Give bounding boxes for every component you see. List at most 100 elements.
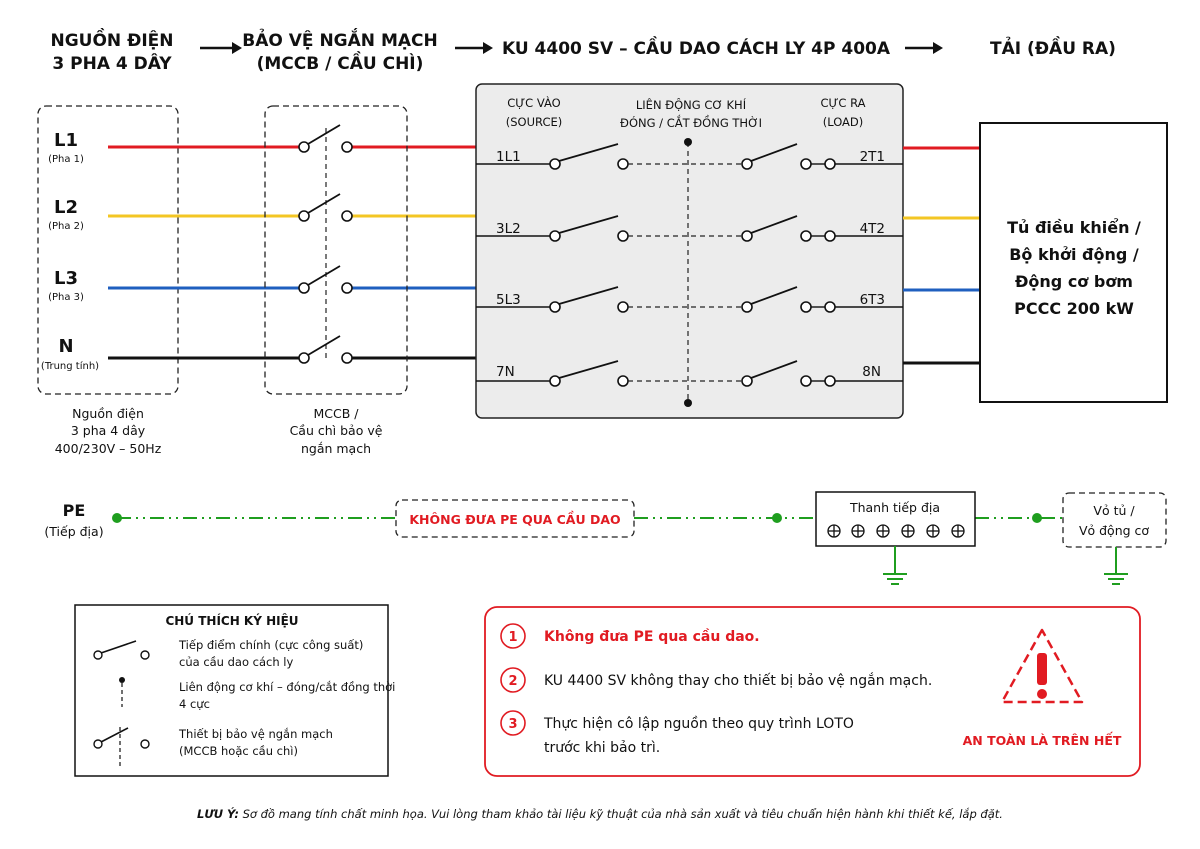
legend-item3-line1: Thiết bị bảo vệ ngắn mạch bbox=[178, 727, 333, 741]
switch-input-7n: 7N bbox=[496, 364, 515, 380]
ground-icon bbox=[1104, 547, 1128, 585]
switch-pole-1 bbox=[476, 143, 903, 170]
pe-sub: (Tiếp địa) bbox=[44, 524, 103, 539]
header: NGUỒN ĐIỆN 3 PHA 4 DÂY BẢO VỆ NGẮN MẠCH … bbox=[51, 27, 1116, 74]
legend-item1-line1: Tiếp điểm chính (cực công suất) bbox=[178, 638, 363, 652]
load-line3: Động cơ bơm bbox=[1015, 272, 1133, 291]
wires-out bbox=[903, 146, 980, 365]
header-load-title: TẢI (ĐẦU RA) bbox=[990, 35, 1116, 59]
note-number-badge-1 bbox=[500, 623, 526, 649]
linkage-end-bottom bbox=[684, 399, 692, 407]
mccb-contact-l3 bbox=[298, 265, 353, 294]
switch-in-header-line2: (SOURCE) bbox=[506, 115, 562, 129]
note-3-line1: Thực hiện cô lập nguồn theo quy trình LO… bbox=[543, 715, 854, 732]
footer-note: LƯU Ý: Sơ đồ mang tính chất minh họa. Vu… bbox=[197, 806, 1003, 821]
switch-output-8n: 8N bbox=[862, 364, 881, 380]
source-sub-l1: (Pha 1) bbox=[48, 154, 84, 165]
pe-conductor bbox=[112, 513, 1063, 523]
header-source-line2: 3 PHA 4 DÂY bbox=[52, 52, 172, 74]
note-number-1: 1 bbox=[508, 630, 517, 645]
legend-protection-symbol bbox=[93, 727, 150, 768]
source-label-l1: L1 bbox=[54, 130, 78, 151]
header-protect-line2: (MCCB / CẦU CHÌ) bbox=[257, 50, 424, 74]
legend-title: CHÚ THÍCH KÝ HIỆU bbox=[165, 613, 298, 628]
pe-label: PE bbox=[63, 501, 86, 520]
source-sub-l2: (Pha 2) bbox=[48, 221, 84, 232]
notes-box bbox=[484, 606, 1141, 777]
legend-item2-line1: Liên động cơ khí – đóng/cắt đồng thời bbox=[179, 680, 395, 694]
safety-slogan: AN TOÀN LÀ TRÊN HẾT bbox=[963, 732, 1122, 748]
note-number-badge-3 bbox=[500, 710, 526, 736]
warning-triangle-icon bbox=[1000, 628, 1084, 704]
switch-output-6t3: 6T3 bbox=[860, 292, 885, 308]
source-caption-line3: 400/230V – 50Hz bbox=[55, 441, 162, 456]
source-label-l2: L2 bbox=[54, 197, 78, 218]
note-1: Không đưa PE qua cầu dao. bbox=[544, 628, 760, 645]
wires-in bbox=[108, 145, 476, 360]
ground-bar-label: Thanh tiếp địa bbox=[849, 500, 940, 515]
load-line2: Bộ khởi động / bbox=[1009, 245, 1139, 264]
source-label-l3: L3 bbox=[54, 268, 78, 289]
legend-contact-symbol bbox=[93, 640, 150, 660]
mccb-contact-n bbox=[298, 335, 353, 364]
legend-box bbox=[74, 604, 389, 777]
legend-linkage-symbol bbox=[119, 677, 125, 707]
switch-pole-4 bbox=[476, 360, 903, 387]
switch-pole-2 bbox=[476, 215, 903, 242]
switch-mech-header-line1: LIÊN ĐỘNG CƠ KHÍ bbox=[636, 97, 747, 112]
load-line4: PCCC 200 kW bbox=[1014, 299, 1134, 318]
header-source-line1: NGUỒN ĐIỆN bbox=[51, 27, 174, 51]
pe-warning-box bbox=[395, 499, 635, 538]
note-number-badge-2 bbox=[500, 667, 526, 693]
legend-item2-line2: 4 cực bbox=[179, 697, 210, 711]
note-number-3: 3 bbox=[508, 717, 517, 732]
load-line1: Tủ điều khiển / bbox=[1007, 218, 1141, 237]
mccb-box bbox=[264, 105, 408, 395]
switch-output-2t1: 2T1 bbox=[860, 149, 885, 165]
switch-mech-header-line2: ĐÓNG / CẮT ĐỒNG THỜI bbox=[620, 114, 762, 130]
switch-out-header-line1: CỰC RA bbox=[821, 96, 866, 110]
switch-input-5l3: 5L3 bbox=[496, 292, 521, 308]
mccb-contacts bbox=[298, 124, 353, 364]
header-switch-title: KU 4400 SV – CẦU DAO CÁCH LY 4P 400A bbox=[502, 35, 891, 59]
enclosure-line1: Vỏ tủ / bbox=[1093, 503, 1135, 518]
footer-prefix: LƯU Ý: bbox=[197, 806, 239, 821]
source-box bbox=[37, 105, 179, 395]
switch-in-header-line1: CỰC VÀO bbox=[507, 95, 560, 110]
header-protect-line1: BẢO VỆ NGẮN MẠCH bbox=[242, 27, 437, 51]
arrow-right-icon bbox=[200, 42, 242, 54]
footer-text: Sơ đồ mang tính chất minh họa. Vui lòng … bbox=[239, 807, 1003, 821]
source-sub-n: (Trung tính) bbox=[41, 360, 99, 372]
mccb-contact-l2 bbox=[298, 193, 353, 222]
source-caption-line1: Nguồn điện bbox=[72, 406, 144, 421]
linkage-end-top bbox=[684, 138, 692, 146]
switch-out-header-line2: (LOAD) bbox=[823, 115, 864, 129]
mccb-caption-line1: MCCB / bbox=[313, 406, 359, 421]
switch-input-1l1: 1L1 bbox=[496, 149, 521, 165]
mccb-caption-line2: Cầu chì bảo vệ bbox=[290, 423, 383, 438]
switch-poles bbox=[476, 143, 903, 387]
source-labels: L1 (Pha 1) L2 (Pha 2) L3 (Pha 3) N (Trun… bbox=[41, 130, 99, 372]
legend-item3-line2: (MCCB hoặc cầu chì) bbox=[179, 744, 298, 758]
note-2: KU 4400 SV không thay cho thiết bị bảo v… bbox=[544, 672, 932, 689]
mccb-contact-l1 bbox=[298, 124, 353, 153]
ground-icon bbox=[883, 546, 907, 585]
switch-pole-3 bbox=[476, 286, 903, 313]
switch-input-3l2: 3L2 bbox=[496, 221, 521, 237]
terminal-screw-icon bbox=[827, 524, 965, 538]
enclosure-line2: Vỏ động cơ bbox=[1079, 523, 1149, 538]
enclosure-box bbox=[1062, 492, 1167, 548]
source-label-n: N bbox=[58, 336, 73, 357]
mccb-caption-line3: ngắn mạch bbox=[301, 441, 371, 456]
switch-output-4t2: 4T2 bbox=[860, 221, 885, 237]
note-number-2: 2 bbox=[508, 674, 517, 689]
source-caption-line2: 3 pha 4 dây bbox=[71, 423, 146, 438]
source-sub-l3: (Pha 3) bbox=[48, 292, 84, 303]
note-3-line2: trước khi bảo trì. bbox=[544, 740, 660, 756]
pe-warning-text: KHÔNG ĐƯA PE QUA CẦU DAO bbox=[409, 510, 620, 527]
isolator-switch-body bbox=[475, 83, 904, 419]
load-box bbox=[979, 122, 1168, 403]
arrow-right-icon bbox=[905, 42, 943, 54]
legend-item1-line2: của cầu dao cách ly bbox=[179, 655, 293, 669]
